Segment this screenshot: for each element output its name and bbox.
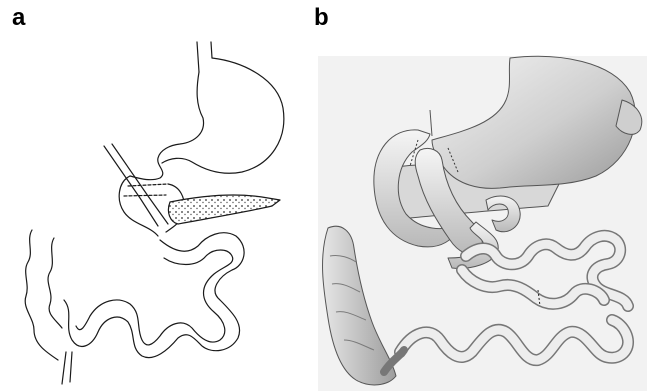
- panel-b-drawing: [318, 56, 647, 391]
- panel-a-stomach: [130, 58, 284, 180]
- panel-a-staple-line: [124, 184, 168, 196]
- panel-a-drawing: [25, 42, 284, 384]
- panel-a-small-intestine: [64, 233, 244, 358]
- panel-a-colon: [25, 230, 72, 384]
- panel-a-pancreas: [168, 195, 280, 224]
- panel-a-esophagus: [197, 42, 212, 72]
